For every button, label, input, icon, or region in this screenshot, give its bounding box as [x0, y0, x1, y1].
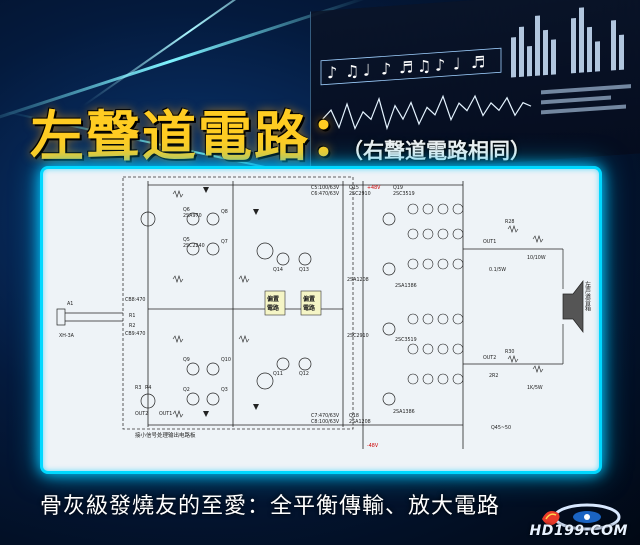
- svg-text:OUT1: OUT1: [483, 239, 496, 245]
- svg-text:Q19: Q19: [393, 185, 403, 191]
- site-logo-text: HD199.COM: [529, 523, 628, 539]
- svg-text:Q15: Q15: [349, 185, 359, 191]
- svg-text:Q8: Q8: [221, 209, 228, 215]
- svg-text:C5:100/63V: C5:100/63V: [311, 185, 340, 191]
- svg-text:CB9:470: CB9:470: [125, 331, 145, 337]
- svg-text:2SA1386: 2SA1386: [395, 283, 417, 289]
- svg-text:Q14: Q14: [273, 267, 283, 273]
- svg-text:2SC2910: 2SC2910: [349, 191, 371, 197]
- svg-text:OUT1: OUT1: [159, 411, 172, 417]
- svg-text:R28: R28: [505, 219, 514, 225]
- svg-text:C6:470/63V: C6:470/63V: [311, 191, 340, 197]
- svg-text:♩: ♩: [453, 54, 461, 74]
- site-logo-icon: [542, 503, 621, 531]
- svg-text:Q18: Q18: [349, 413, 359, 419]
- svg-text:♪: ♪: [435, 55, 445, 75]
- svg-text:2SA1386: 2SA1386: [393, 409, 415, 415]
- svg-text:C7:470/63V: C7:470/63V: [311, 413, 340, 419]
- svg-text:OUT2: OUT2: [135, 411, 148, 417]
- svg-text:Q10: Q10: [221, 357, 231, 363]
- svg-text:♬: ♬: [399, 57, 413, 77]
- svg-text:Q5: Q5: [183, 237, 190, 243]
- speaker-label: 左声道音箱: [584, 280, 591, 312]
- svg-text:2SC3519: 2SC3519: [393, 191, 415, 197]
- svg-text:Q11: Q11: [273, 371, 283, 377]
- tagline: 骨灰級發燒友的至愛：全平衡傳輸、放大電路: [40, 494, 501, 519]
- svg-text:Q13: Q13: [299, 267, 309, 273]
- svg-text:1K/5W: 1K/5W: [527, 385, 543, 391]
- svg-text:♩: ♩: [363, 60, 371, 80]
- svg-text:CB8:470: CB8:470: [125, 297, 145, 303]
- svg-text:A1: A1: [67, 301, 73, 307]
- svg-text:XH-3A: XH-3A: [59, 333, 75, 339]
- svg-text:R4: R4: [145, 385, 151, 391]
- svg-text:2SC2240: 2SC2240: [183, 243, 205, 249]
- light-beam: [82, 0, 298, 107]
- bias-block-2: 偏置: [303, 295, 315, 303]
- svg-text:10/10W: 10/10W: [527, 255, 546, 261]
- page-title: 左聲道電路：: [30, 104, 366, 168]
- page-subtitle: （右聲道電路相同）: [342, 138, 531, 163]
- svg-text:Q7: Q7: [221, 239, 228, 245]
- svg-text:♪: ♪: [381, 59, 391, 79]
- svg-text:Q3: Q3: [221, 387, 228, 393]
- svg-text:R3: R3: [135, 385, 141, 391]
- svg-text:-48V: -48V: [367, 443, 379, 449]
- board-label: 接小信号处理输出电路板: [135, 431, 196, 439]
- svg-text:♬: ♬: [471, 52, 485, 72]
- svg-text:Q45~50: Q45~50: [491, 425, 511, 431]
- svg-text:OUT2: OUT2: [483, 355, 496, 361]
- svg-text:Q6: Q6: [183, 207, 190, 213]
- svg-text:C8:100/63V: C8:100/63V: [311, 419, 340, 425]
- svg-text:2R2: 2R2: [489, 373, 498, 379]
- svg-text:♫: ♫: [417, 56, 431, 76]
- svg-text:0.1/5W: 0.1/5W: [489, 267, 506, 273]
- svg-text:電路: 電路: [267, 304, 280, 312]
- svg-text:R1: R1: [129, 313, 135, 319]
- svg-text:Q2: Q2: [183, 387, 190, 393]
- svg-text:♫: ♫: [345, 61, 359, 81]
- svg-text:♪: ♪: [327, 63, 337, 83]
- svg-text:電路: 電路: [303, 304, 316, 312]
- svg-text:R2: R2: [129, 323, 135, 329]
- svg-text:+48V: +48V: [367, 185, 381, 191]
- bias-block-1: 偏置: [267, 295, 279, 303]
- svg-text:2SA1208: 2SA1208: [347, 277, 369, 283]
- svg-text:R30: R30: [505, 349, 514, 355]
- svg-text:Q12: Q12: [299, 371, 309, 377]
- svg-text:2SA970: 2SA970: [183, 213, 202, 219]
- svg-text:2SC3519: 2SC3519: [395, 337, 417, 343]
- svg-text:2SA1208: 2SA1208: [349, 419, 371, 425]
- svg-text:2SC2910: 2SC2910: [347, 333, 369, 339]
- music-visualizer-panel: ♪♫♩ ♪♬♫ ♪♩♬: [310, 0, 640, 177]
- svg-text:Q9: Q9: [183, 357, 190, 363]
